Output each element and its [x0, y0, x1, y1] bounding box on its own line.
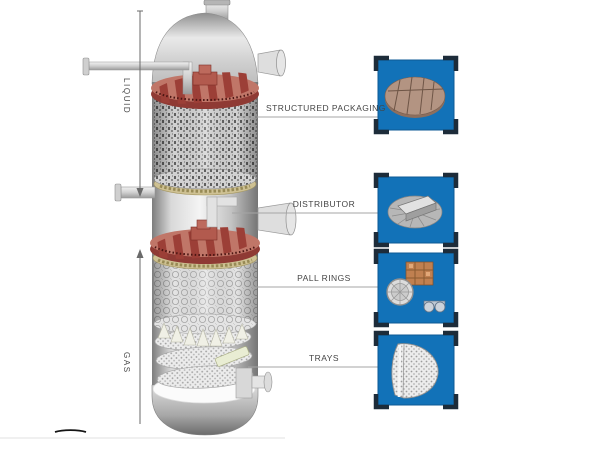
callout-frame-structured-packing [373, 55, 459, 135]
pall-rings-photo [386, 261, 446, 313]
label-liquid-flow: LIQUID [122, 78, 131, 115]
feed-nozzle-right [257, 202, 297, 236]
bottom-nozzle [235, 367, 273, 399]
tray-photo [391, 343, 439, 399]
manway-nozzle-upper [257, 49, 286, 77]
label-trays: TRAYS [309, 353, 339, 363]
label-distributor: DISTRIBUTOR [292, 199, 356, 209]
distributor-photo [387, 195, 443, 229]
label-pall-rings: PALL RINGS [297, 273, 351, 283]
label-gas-flow: GAS [122, 352, 131, 374]
base-dash-mark [54, 429, 87, 433]
callout-frame-distributor [373, 172, 459, 248]
structured-packing-photo [384, 76, 446, 118]
label-structured-packaging: STRUCTURED PACKAGING [266, 103, 386, 113]
callout-frame-trays [373, 330, 459, 410]
distributor-plate-upper [151, 64, 259, 110]
gas-flow-arrow [136, 249, 144, 424]
gas-injection-support [157, 322, 249, 347]
callout-frame-pall-rings [373, 248, 459, 328]
liquid-inlet-pipe [82, 57, 193, 95]
liquid-flow-arrow [136, 10, 144, 197]
downcomer-beam [214, 346, 250, 367]
structured-packing-bed [153, 95, 257, 190]
pall-ring-bed [153, 258, 257, 335]
column-vessel [82, 0, 297, 436]
internal-feed-pipe [206, 196, 238, 228]
distributor-plate-lower [150, 219, 260, 265]
side-nozzle-left [114, 183, 156, 202]
